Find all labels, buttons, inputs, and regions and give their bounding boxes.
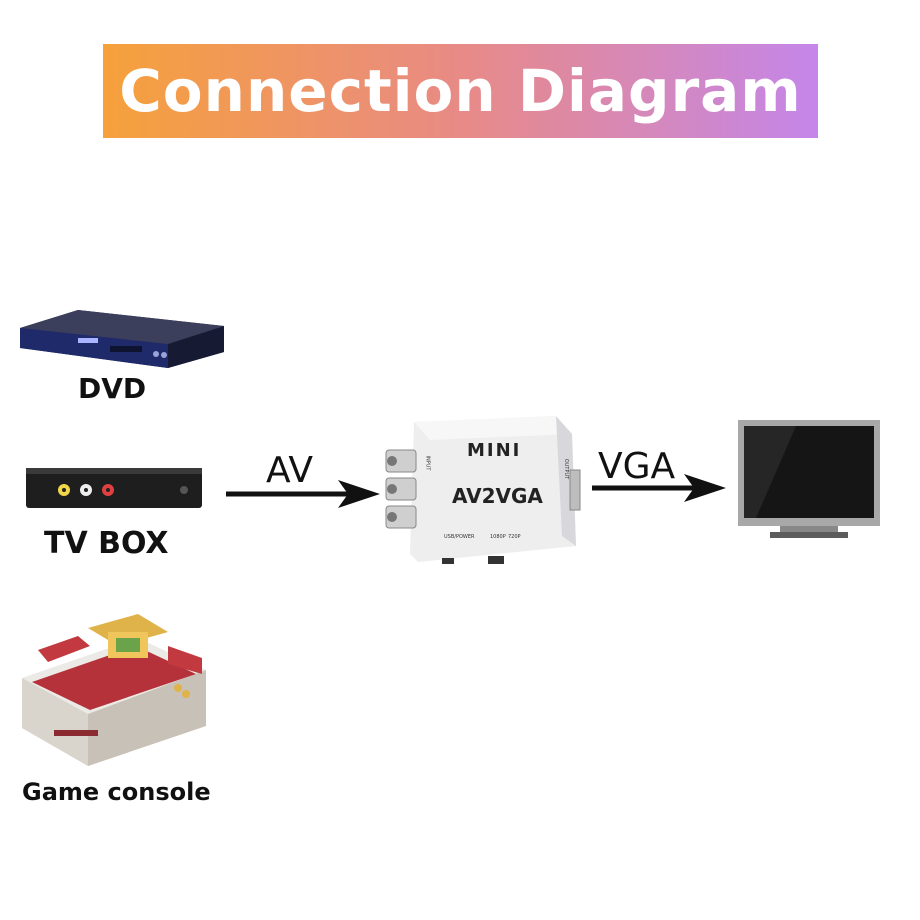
game-console-label: Game console [22, 778, 211, 806]
monitor-icon [738, 420, 880, 538]
game-console-icon [22, 614, 206, 766]
tv-box-icon [26, 468, 202, 508]
switch-720p-label: 720P [508, 534, 521, 540]
usb-power-label: USB/POWER [444, 534, 475, 540]
arrow-av [226, 480, 380, 508]
adapter-model: AV2VGA [452, 484, 543, 508]
arrow-vga [592, 474, 726, 502]
adapter-brand: MINI [467, 440, 522, 461]
title-banner: Connection Diagram [103, 44, 818, 138]
output-label: OUTPUT [563, 458, 570, 480]
dvd-player-icon [20, 310, 224, 368]
vga-label: VGA [598, 446, 676, 487]
av2vga-adapter [385, 416, 581, 564]
tv-box-label: TV BOX [44, 526, 169, 561]
page-title: Connection Diagram [119, 57, 802, 125]
dvd-label: DVD [78, 372, 147, 405]
av-label: AV [266, 450, 313, 491]
input-label: INPUT [424, 455, 431, 471]
switch-1080p-label: 1080P [490, 534, 506, 540]
